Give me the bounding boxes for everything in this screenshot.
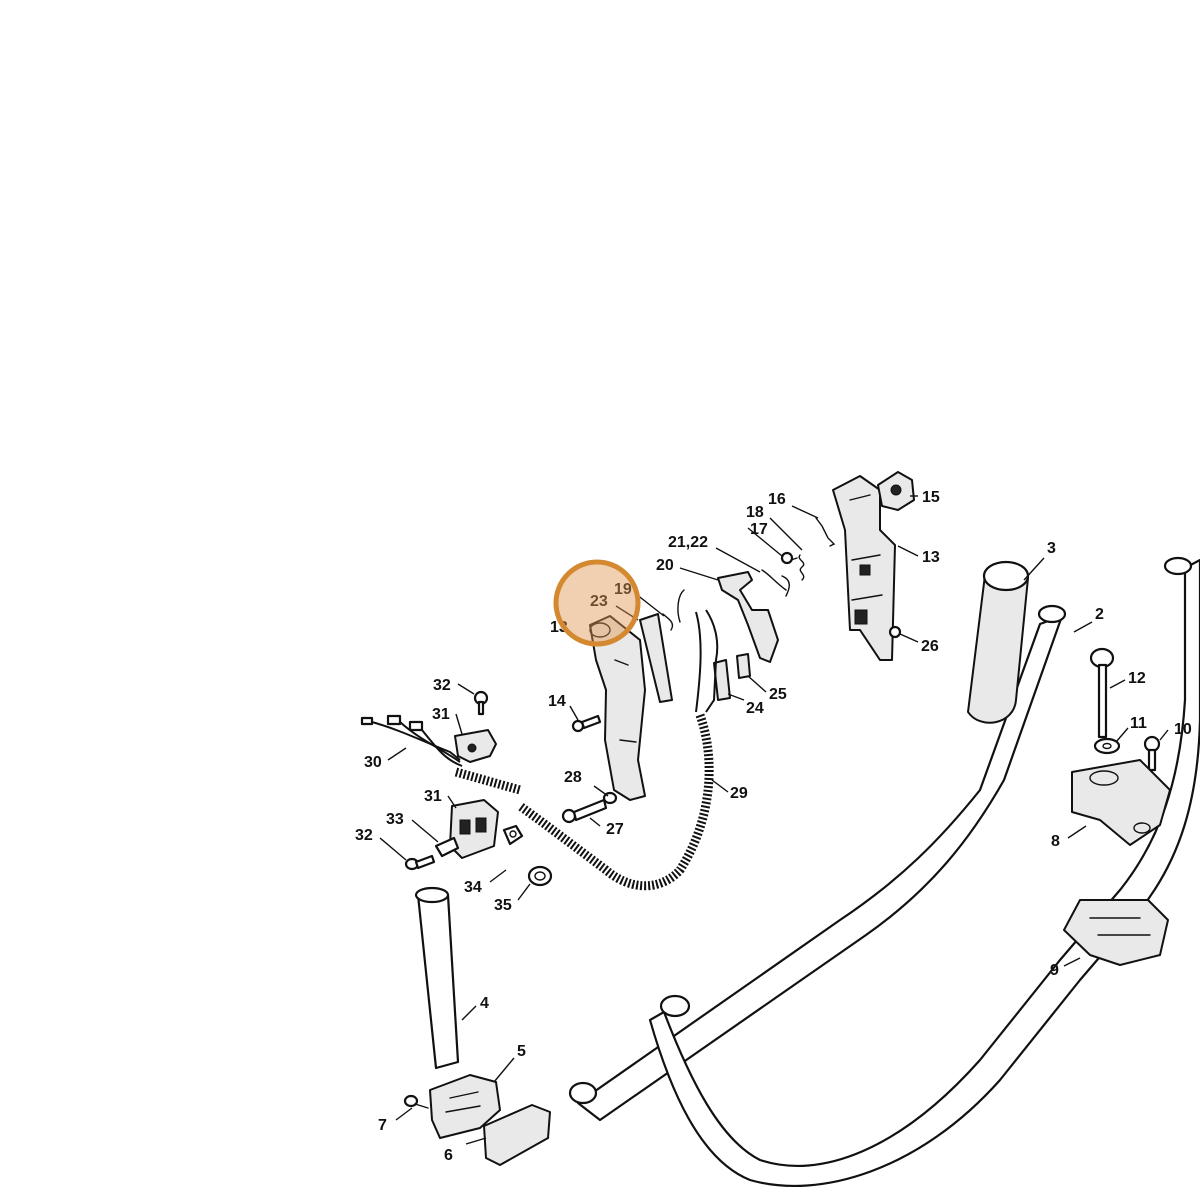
contact-24[interactable] [713, 659, 731, 701]
label-18[interactable]: 18 [746, 504, 764, 521]
label-5[interactable]: 5 [517, 1043, 526, 1060]
bolt-10[interactable] [1143, 735, 1161, 772]
label-24[interactable]: 24 [746, 700, 764, 717]
label-29[interactable]: 29 [730, 785, 748, 802]
label-8[interactable]: 8 [1051, 833, 1060, 850]
screw-32-bottom[interactable] [404, 854, 436, 871]
clamp-screw-12[interactable] [1089, 647, 1115, 739]
screw-35[interactable] [527, 865, 553, 887]
label-23[interactable]: 23 [590, 593, 608, 610]
knob-15[interactable] [877, 471, 915, 511]
label-26[interactable]: 26 [921, 638, 939, 655]
switch-lever[interactable] [639, 589, 685, 703]
label-34[interactable]: 34 [464, 879, 482, 896]
label-31-top[interactable]: 31 [432, 706, 450, 723]
tube-4[interactable] [414, 886, 460, 1070]
screw-14[interactable] [571, 714, 602, 733]
cable-harness-30[interactable] [360, 714, 522, 795]
spring-18[interactable] [798, 554, 805, 581]
clamp-5[interactable] [429, 1074, 501, 1139]
label-13-right[interactable]: 13 [922, 549, 940, 566]
washer-11[interactable] [1093, 737, 1121, 755]
trigger-20[interactable] [717, 571, 779, 663]
label-17[interactable]: 17 [750, 521, 768, 538]
screw-17[interactable] [780, 551, 798, 565]
cover-31-bottom[interactable] [449, 799, 499, 859]
highlight-marker [553, 559, 641, 647]
label-30[interactable]: 30 [364, 754, 382, 771]
label-21-22[interactable]: 21,22 [668, 534, 708, 551]
clamp-9[interactable] [1063, 899, 1169, 966]
spring-21-22[interactable] [761, 569, 790, 597]
label-20[interactable]: 20 [656, 557, 674, 574]
part-labels: 2 3 4 5 6 7 8 9 10 11 12 13 13 14 15 16 … [355, 489, 1192, 1164]
label-31-bottom[interactable]: 31 [424, 788, 442, 805]
screw-32-top[interactable] [473, 690, 489, 716]
label-16[interactable]: 16 [768, 491, 786, 508]
contact-25[interactable] [736, 653, 751, 679]
label-14[interactable]: 14 [548, 693, 566, 710]
label-3[interactable]: 3 [1047, 540, 1056, 557]
handlebar-tube[interactable] [568, 556, 1200, 1187]
bracket-33[interactable] [434, 836, 460, 858]
label-6[interactable]: 6 [444, 1147, 453, 1164]
screw-27[interactable] [561, 798, 608, 824]
label-9[interactable]: 9 [1050, 962, 1059, 979]
housing-13-left[interactable] [589, 615, 646, 801]
label-19[interactable]: 19 [614, 581, 632, 598]
label-28[interactable]: 28 [564, 769, 582, 786]
label-12[interactable]: 12 [1128, 670, 1146, 687]
label-32-top[interactable]: 32 [433, 677, 451, 694]
label-32-bottom[interactable]: 32 [355, 827, 373, 844]
label-25[interactable]: 25 [769, 686, 787, 703]
cover-31-top[interactable] [454, 729, 497, 763]
clamp-6[interactable] [483, 1104, 551, 1166]
grip-3[interactable] [967, 560, 1030, 724]
label-10[interactable]: 10 [1174, 721, 1192, 738]
label-15[interactable]: 15 [922, 489, 940, 506]
clip-16[interactable] [815, 517, 836, 547]
label-35[interactable]: 35 [494, 897, 512, 914]
leader-lines [379, 495, 1169, 1145]
cable-29[interactable] [517, 609, 719, 891]
nut-26[interactable] [888, 625, 902, 639]
label-7[interactable]: 7 [378, 1117, 387, 1134]
label-33[interactable]: 33 [386, 811, 404, 828]
clip-34[interactable] [502, 824, 524, 846]
label-2[interactable]: 2 [1095, 606, 1104, 623]
label-11[interactable]: 11 [1130, 715, 1147, 732]
screw-7[interactable] [403, 1094, 429, 1109]
clamp-8[interactable] [1071, 759, 1171, 846]
label-27[interactable]: 27 [606, 821, 624, 838]
housing-13-right[interactable] [832, 475, 896, 661]
label-4[interactable]: 4 [480, 995, 489, 1012]
